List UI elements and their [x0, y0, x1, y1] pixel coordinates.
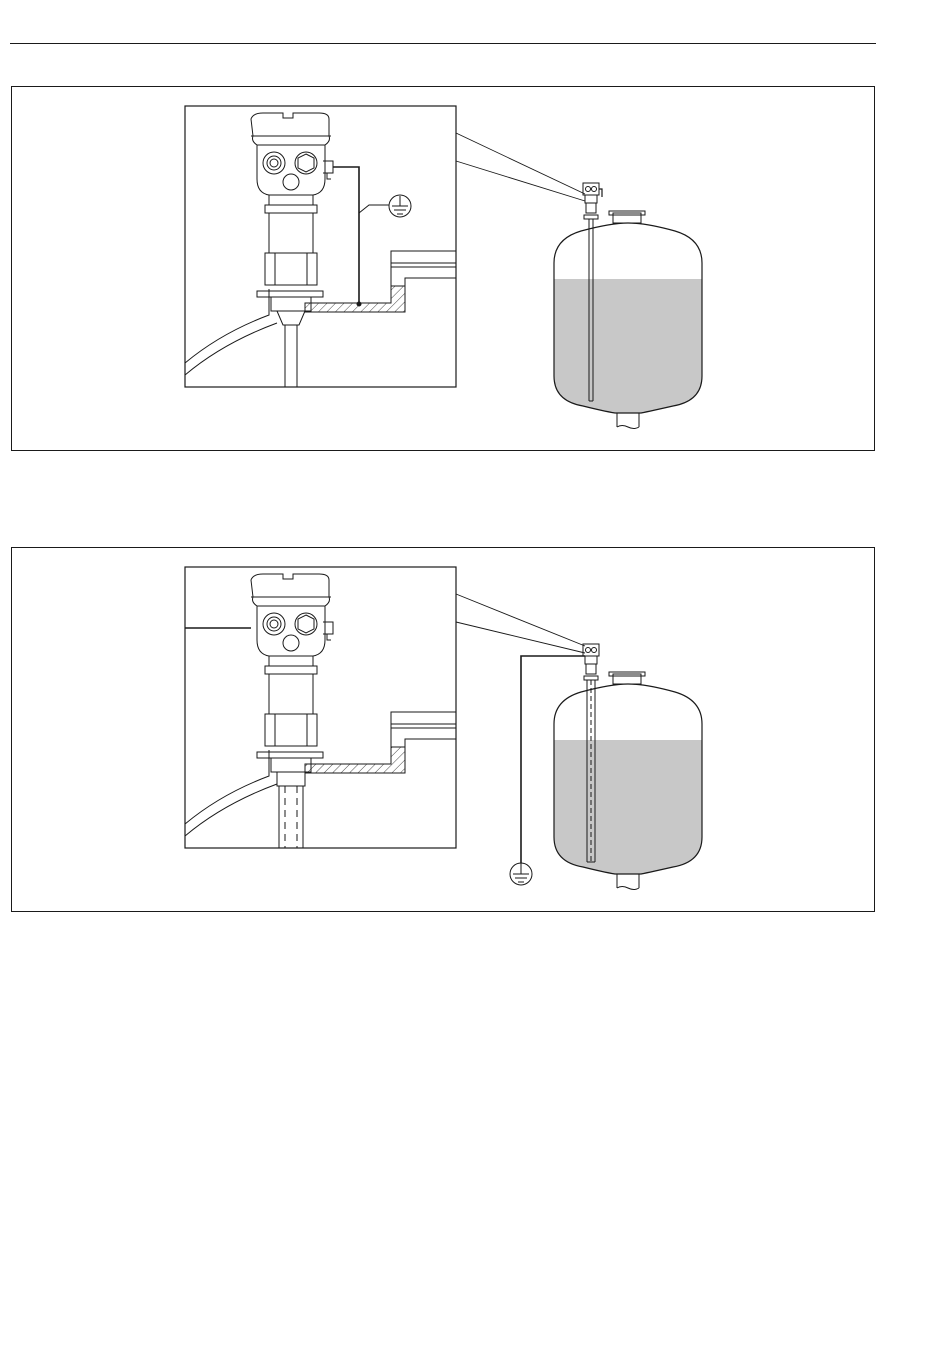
- storage-tank-icon: [554, 183, 702, 429]
- tank-wall-curve: [185, 750, 277, 836]
- inset-detail-view: [185, 567, 456, 848]
- ground-wire: [333, 167, 359, 304]
- level-sensor-icon: [251, 113, 333, 387]
- figure-1-drawing: [12, 87, 876, 452]
- tank-roof-hatched: [305, 747, 405, 773]
- tank-liquid: [554, 279, 702, 413]
- figure-2-drawing: [12, 548, 876, 913]
- tank-wall-curve: [185, 289, 277, 375]
- level-sensor-icon: [251, 574, 333, 848]
- storage-tank-icon: [510, 644, 702, 890]
- inset-detail-view: [185, 106, 456, 387]
- figure-tank-ground-external: [11, 547, 875, 912]
- ground-symbol-icon: [389, 195, 411, 217]
- header-rule: [10, 43, 876, 44]
- zoom-leader-lines: [456, 133, 585, 201]
- figure-tank-ground-direct: [11, 86, 875, 451]
- zoom-leader-lines: [456, 594, 585, 653]
- tank-liquid: [554, 740, 702, 874]
- tank-roof-hatched: [305, 286, 405, 312]
- ground-symbol-icon: [510, 863, 532, 885]
